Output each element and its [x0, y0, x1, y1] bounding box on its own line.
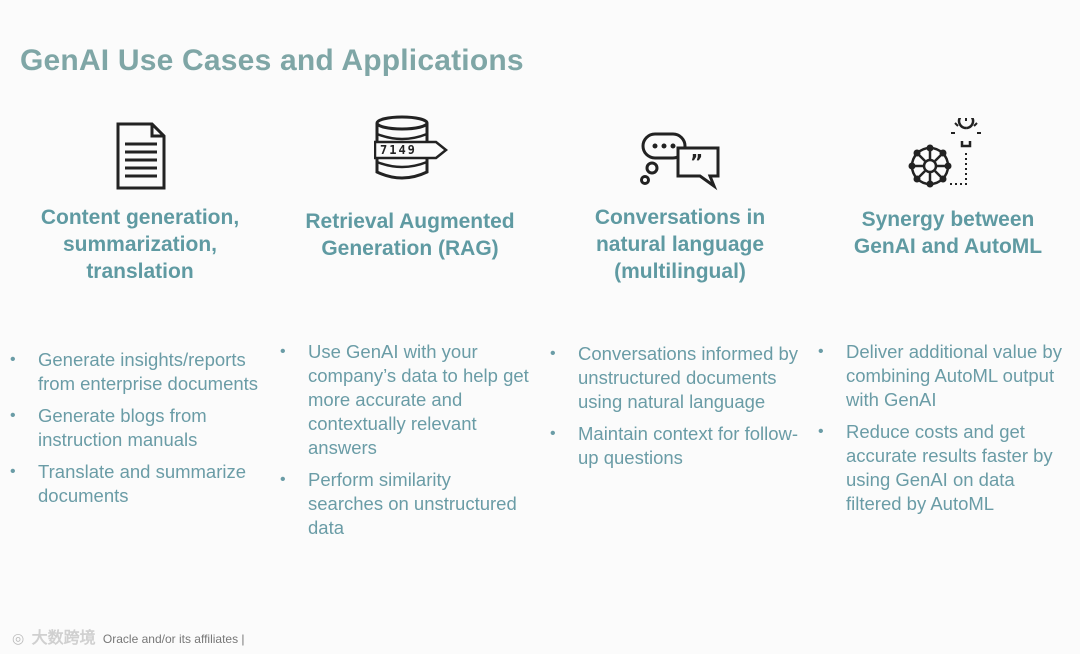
bullet-item: Reduce costs and get accurate results fa…	[818, 420, 1068, 516]
heading-line: summarization,	[62, 233, 218, 256]
heading-line: Conversations in	[594, 206, 766, 229]
database-code-text: 7149	[380, 143, 417, 157]
heading-line: Content generation,	[40, 206, 240, 229]
svg-text:”: ”	[690, 150, 703, 174]
footer: ◎ 大数跨境 Oracle and/or its affiliates |	[12, 624, 245, 648]
bullet-item: Maintain context for follow-up questions	[550, 422, 800, 470]
bullet-list: Deliver additional value by combining Au…	[818, 340, 1068, 524]
network-lightbulb-icon	[908, 118, 981, 188]
bullet-item: Generate blogs from instruction manuals	[10, 404, 260, 452]
watermark-text: 大数跨境	[31, 630, 96, 647]
bullet-item: Generate insights/reports from enterpris…	[10, 348, 260, 396]
heading-line: GenAI and AutoML	[853, 235, 1043, 258]
page-title: GenAI Use Cases and Applications	[20, 44, 524, 77]
watermark-logo-icon: ◎	[12, 630, 25, 646]
bullet-item: Deliver additional value by combining Au…	[818, 340, 1068, 412]
heading-line: (multilingual)	[614, 260, 746, 283]
bullet-list: Conversations informed by unstructured d…	[550, 342, 800, 478]
heading-line: Retrieval Augmented	[305, 210, 515, 233]
bullet-item: Conversations informed by unstructured d…	[550, 342, 800, 414]
bullet-list: Use GenAI with your company’s data to he…	[280, 340, 530, 548]
database-icon: 7149	[374, 115, 449, 180]
footer-copyright: Oracle and/or its affiliates |	[102, 632, 245, 646]
heading-line: Synergy between	[861, 208, 1035, 231]
heading-line: natural language	[595, 233, 765, 256]
chat-bubbles-icon: ”	[640, 132, 720, 191]
bullet-item: Translate and summarize documents	[10, 460, 260, 508]
bullet-item: Use GenAI with your company’s data to he…	[280, 340, 530, 460]
bullet-list: Generate insights/reports from enterpris…	[10, 348, 260, 516]
heading-line: translation	[86, 260, 194, 283]
document-icon	[116, 122, 166, 190]
bullet-item: Perform similarity searches on unstructu…	[280, 468, 530, 540]
heading-line: Generation (RAG)	[321, 237, 499, 260]
